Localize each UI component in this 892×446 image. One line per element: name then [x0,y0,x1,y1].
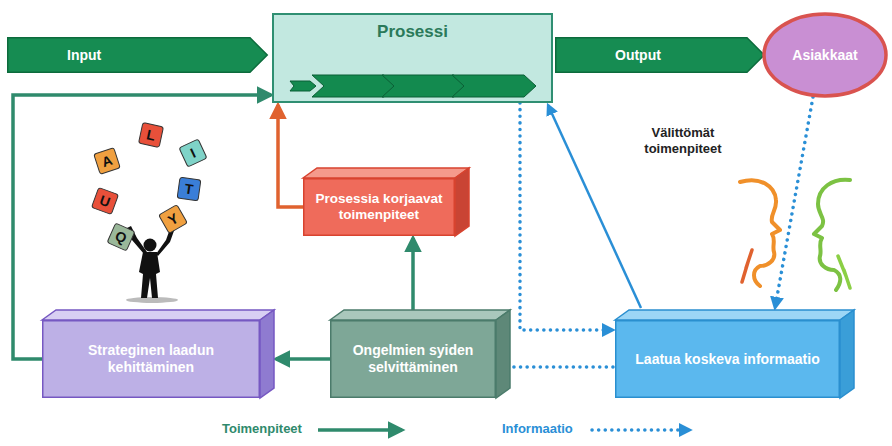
information-arrow [775,97,813,308]
text-area: Prosessi [272,13,553,103]
correction-arrow [278,105,303,207]
letter-cube: T [177,177,202,202]
process-chevrons [290,75,536,97]
letter-cube: A [93,147,121,175]
input-arrow-outline [7,37,268,73]
node-text: Prosessia korjaavat toimenpiteet [311,191,447,223]
letter-cube: L [138,122,164,148]
text-area: Laatua koskeva informaatio [615,320,840,398]
text-area: Ongelmien syiden selvittäminen [330,320,496,398]
edge-label: Välittömät toimenpiteet [628,124,738,159]
information-arrow [498,365,613,369]
process-box: Prosessi [272,13,553,103]
letter-cube: U [91,187,119,215]
output-arrow: Output [555,37,765,73]
strategy-box: Strateginen laadun kehittäminen [42,320,260,398]
customer-ellipse: Asiakkaat [762,12,888,98]
juggler-figure [126,226,178,303]
text-area: Asiakkaat [762,12,888,98]
action-arrow [276,357,330,361]
node-text: Strateginen laadun kehittäminen [50,342,252,376]
node-text: Input [67,47,101,64]
face-profiles [740,180,850,290]
node-text: Asiakkaat [792,47,857,64]
input-arrow: Input [7,37,268,73]
letter-cube: Y [158,204,188,234]
correction-box: Prosessia korjaavat toimenpiteet [303,178,455,236]
legend-text: Toimenpiteet [222,421,302,436]
root-cause-box: Ongelmien syiden selvittäminen [330,320,496,398]
text-area: Prosessia korjaavat toimenpiteet [303,178,455,236]
legend-sample [318,428,402,432]
action-arrow [411,238,415,310]
node-text: Output [615,47,661,64]
node-text: Ongelmien syiden selvittäminen [338,342,488,376]
legend-text: Informaatio [502,421,573,436]
text-area: Input [7,37,268,73]
legend-sample [592,428,690,432]
node-text: Prosessi [377,22,448,42]
node-text: Laatua koskeva informaatio [635,351,819,368]
text-area: Strateginen laadun kehittäminen [42,320,260,398]
information-box: Laatua koskeva informaatio [615,320,840,398]
letter-cube: I [178,138,207,167]
text-area: Output [555,37,765,73]
